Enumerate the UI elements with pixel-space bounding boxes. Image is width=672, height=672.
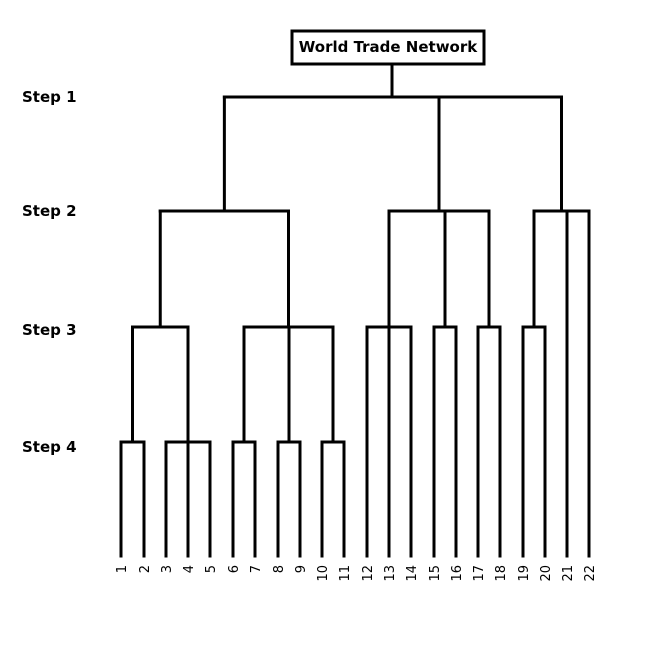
dendrogram-edges <box>119 62 591 558</box>
step-4-label: Step 4 <box>22 438 77 456</box>
leaf-label-3: 3 <box>160 565 175 573</box>
leaf-label-1: 1 <box>115 565 130 573</box>
step-3-label: Step 3 <box>22 321 77 339</box>
leaf-label-7: 7 <box>249 565 264 573</box>
leaf-label-13: 13 <box>383 565 398 582</box>
step-1-label: Step 1 <box>22 88 77 106</box>
leaf-label-14: 14 <box>405 565 420 582</box>
leaf-label-20: 20 <box>539 565 554 582</box>
leaf-label-11: 11 <box>338 565 353 582</box>
leaf-label-5: 5 <box>204 565 219 573</box>
leaf-label-6: 6 <box>227 565 242 573</box>
leaf-label-22: 22 <box>583 565 598 582</box>
leaf-label-8: 8 <box>272 565 287 573</box>
leaf-label-21: 21 <box>561 565 576 582</box>
leaf-label-12: 12 <box>361 565 376 582</box>
leaf-label-2: 2 <box>138 565 153 573</box>
leaf-label-9: 9 <box>294 565 309 573</box>
root-node-box <box>290 29 486 66</box>
leaf-label-15: 15 <box>428 565 443 582</box>
leaf-label-16: 16 <box>450 565 465 582</box>
leaf-label-10: 10 <box>316 565 331 582</box>
leaf-label-17: 17 <box>472 565 487 582</box>
leaf-label-4: 4 <box>182 565 197 573</box>
step-2-label: Step 2 <box>22 202 77 220</box>
leaf-label-18: 18 <box>494 565 509 582</box>
root-node: World Trade Network <box>290 29 486 66</box>
leaf-label-19: 19 <box>517 565 532 582</box>
root-node-label: World Trade Network <box>299 38 479 56</box>
